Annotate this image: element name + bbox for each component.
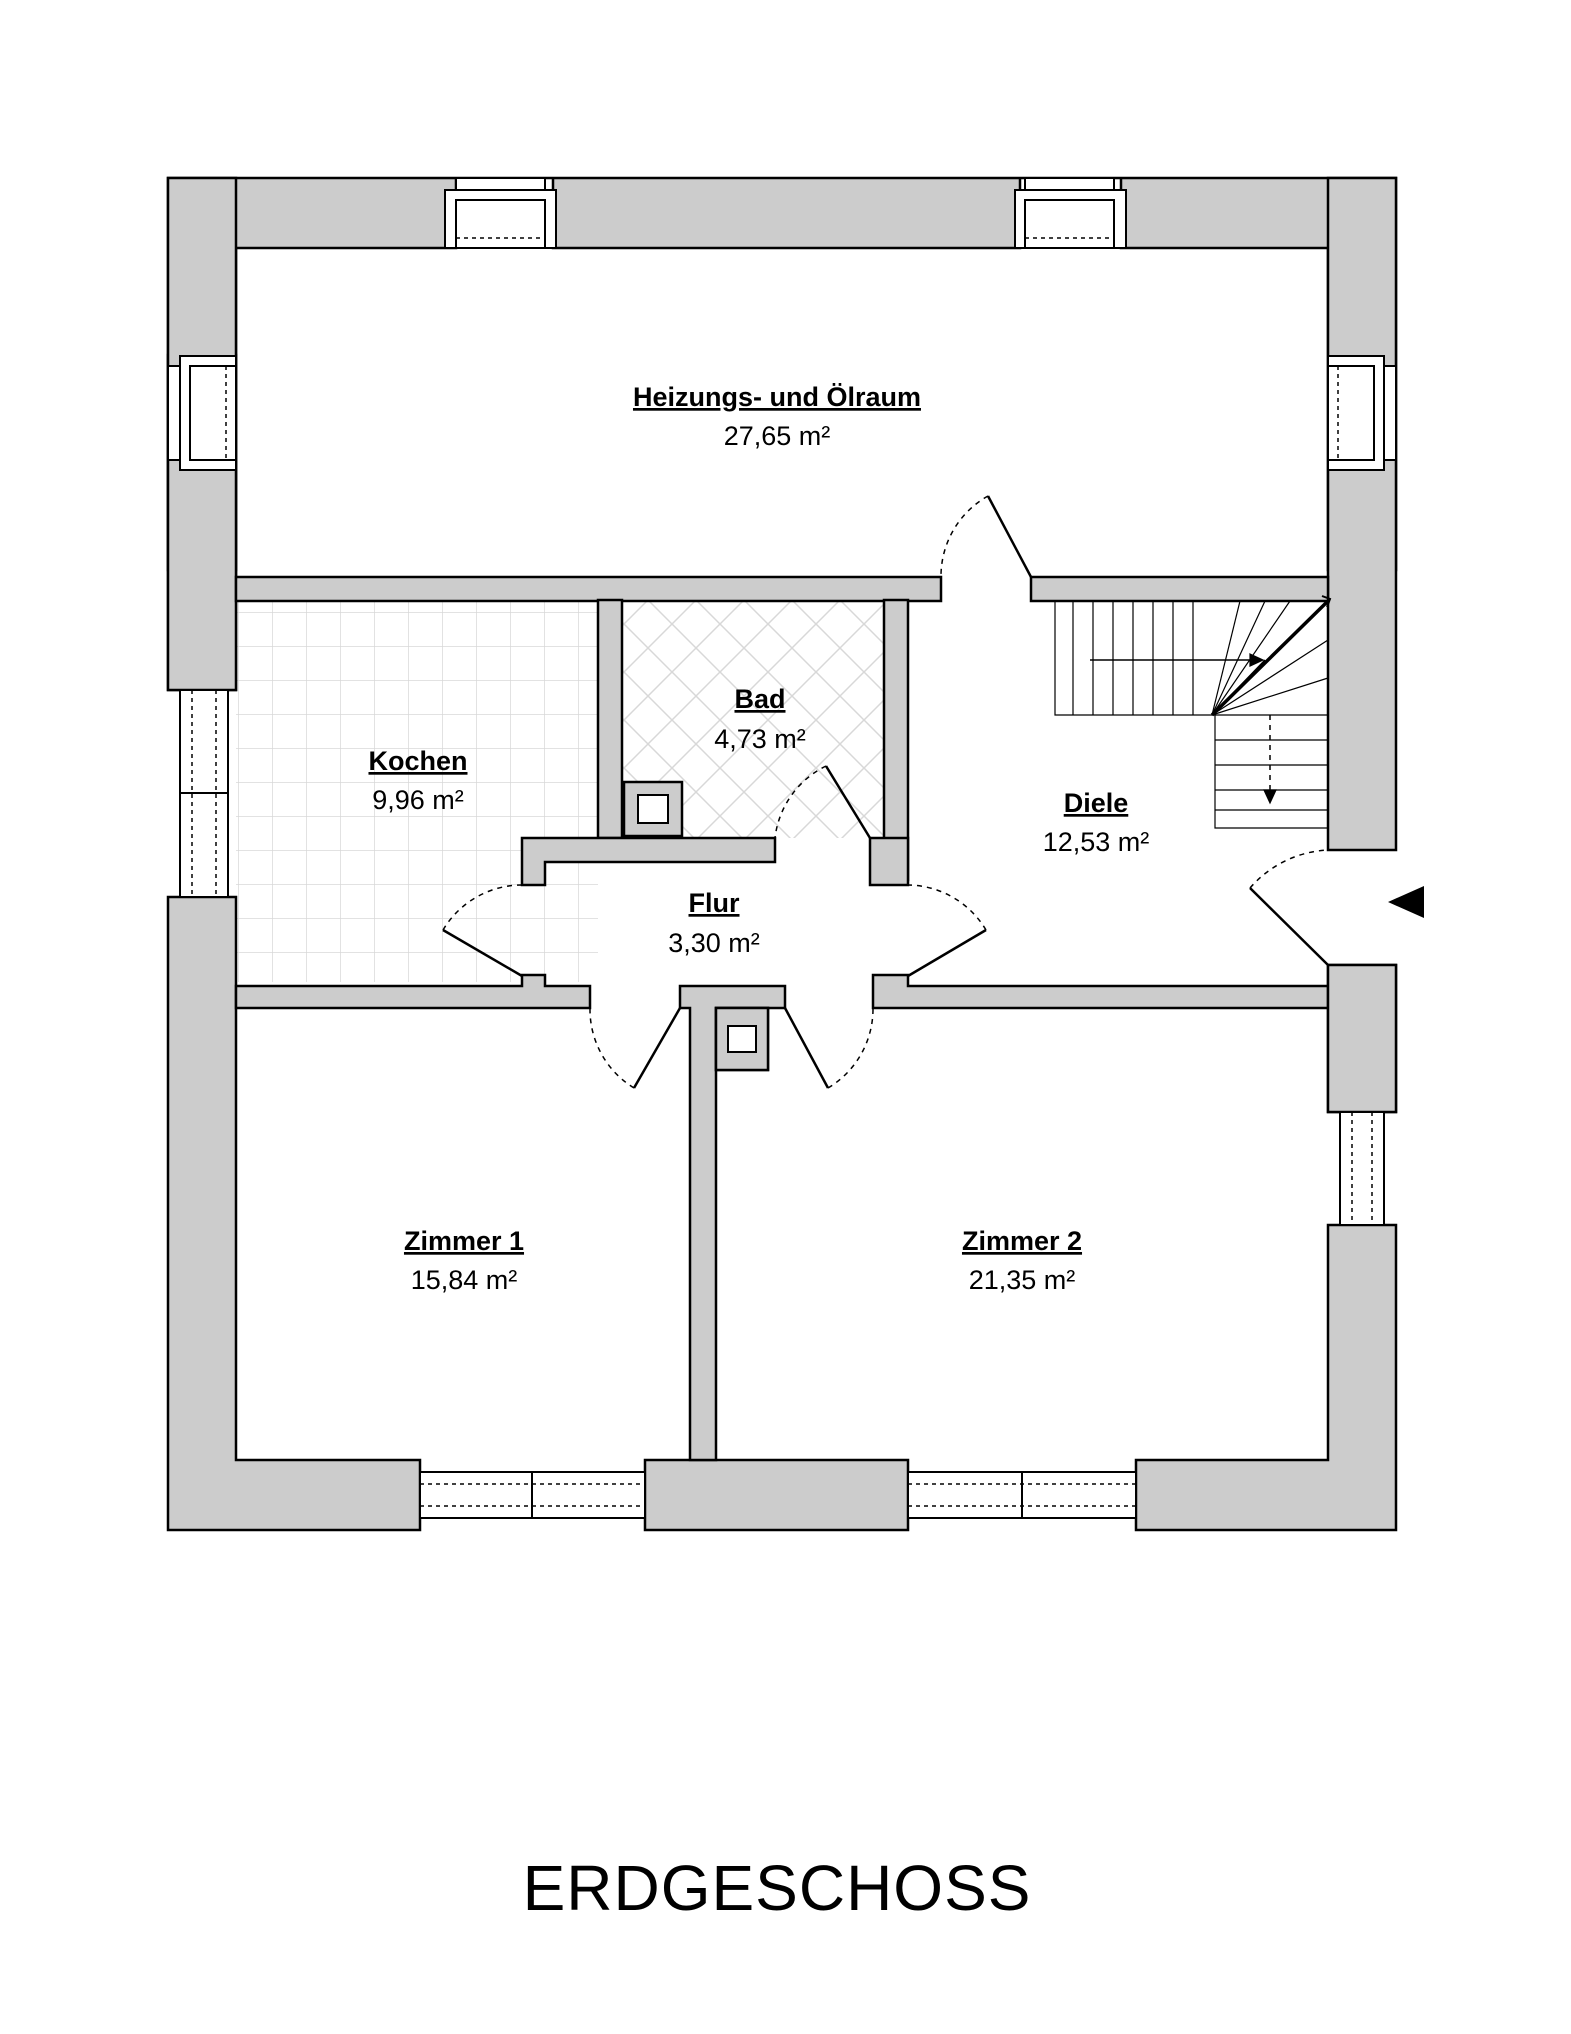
door-entrance [1249, 849, 1329, 966]
room-zimmer1: Zimmer 1 15,84 m² [404, 1226, 524, 1295]
room-area: 27,65 m² [724, 421, 831, 451]
outer-wall-left-lower [166, 895, 422, 1532]
room-kochen: Kochen 9,96 m² [368, 746, 467, 815]
wall-heizung-bottom-right [1029, 575, 1330, 603]
outer-wall-bottom-middle [643, 1458, 910, 1532]
room-zimmer2: Zimmer 2 21,35 m² [962, 1226, 1082, 1295]
room-labels: Heizungs- und Ölraum 27,65 m² Kochen 9,9… [368, 382, 1149, 1295]
staircase-icon [1054, 595, 1332, 829]
room-name: Diele [1064, 788, 1129, 818]
room-area: 3,30 m² [668, 928, 760, 958]
window-left-heizung [167, 355, 237, 471]
wall-zimmer-divider [678, 984, 787, 1462]
wall-kitchen-zimmer [234, 973, 592, 1010]
door-zimmer2 [783, 1007, 874, 1089]
outer-wall-right-upper [1326, 176, 1398, 852]
room-name: Heizungs- und Ölraum [633, 382, 921, 412]
chimney-icon [622, 780, 684, 838]
wall-flur-diele-bottom [871, 973, 1330, 1010]
room-name: Zimmer 2 [962, 1226, 1082, 1256]
room-name: Flur [689, 888, 740, 918]
chimney-icon [714, 1006, 770, 1072]
window-bottom-zimmer2 [907, 1471, 1137, 1519]
kitchen-floor [236, 600, 598, 982]
wall-heizung-bottom-left [234, 575, 943, 603]
wall-kitchen-bad [596, 598, 624, 840]
room-diele: Diele 12,53 m² [1043, 788, 1150, 857]
room-area: 15,84 m² [411, 1265, 518, 1295]
wall-entrance-right [1326, 963, 1398, 1114]
window-bottom-zimmer1 [419, 1471, 646, 1519]
window-left-kitchen [179, 689, 229, 898]
plan-title: ERDGESCHOSS [523, 1852, 1032, 1924]
room-bad: Bad 4,73 m² [714, 684, 806, 754]
door-zimmer1 [589, 1007, 682, 1089]
doors [442, 495, 1329, 1089]
door-kitchen [442, 884, 523, 978]
room-flur: Flur 3,30 m² [668, 888, 760, 958]
room-heizungsraum: Heizungs- und Ölraum 27,65 m² [633, 382, 921, 451]
entrance-arrow-icon [1388, 886, 1424, 918]
room-area: 4,73 m² [714, 724, 806, 754]
room-name: Kochen [368, 746, 467, 776]
walls [166, 176, 1398, 1532]
door-heizung [940, 495, 1033, 578]
window-right-zimmer2 [1339, 1111, 1385, 1226]
room-area: 9,96 m² [372, 785, 464, 815]
wall-bad-flur-right [868, 836, 910, 887]
outer-wall-top [166, 176, 1398, 572]
window-top-left [444, 177, 557, 249]
room-area: 21,35 m² [969, 1265, 1076, 1295]
room-area: 12,53 m² [1043, 827, 1150, 857]
door-bad [774, 765, 872, 839]
window-right-heizung [1327, 355, 1397, 471]
room-name: Bad [734, 684, 785, 714]
room-name: Zimmer 1 [404, 1226, 524, 1256]
windows [167, 177, 1397, 1519]
window-top-right [1014, 177, 1127, 249]
door-diele [907, 884, 987, 978]
outer-wall-right-bottom [1134, 1223, 1398, 1532]
